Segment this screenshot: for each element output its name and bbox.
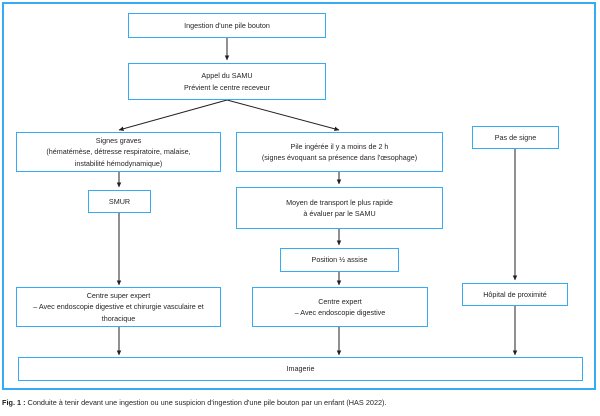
node-position-assise[interactable]: Position ½ assise xyxy=(280,248,399,272)
node-imagerie[interactable]: Imagerie xyxy=(18,357,583,381)
figure-caption-text: Conduite à tenir devant une ingestion ou… xyxy=(27,398,387,407)
node-pas-de-signe-label: Pas de signe xyxy=(494,132,537,142)
node-ingestion[interactable]: Ingestion d'une pile bouton xyxy=(128,13,326,38)
node-ingestion-label: Ingestion d'une pile bouton xyxy=(184,20,270,30)
node-signes-graves[interactable]: Signes graves(hématémèse, détresse respi… xyxy=(16,132,221,172)
figure-caption-label: Fig. 1 : xyxy=(2,398,26,407)
node-pile-ingeree[interactable]: Pile ingérée il y a moins de 2 h(signes … xyxy=(236,132,443,172)
node-position-assise-label: Position ½ assise xyxy=(311,255,368,265)
node-centre-expert[interactable]: Centre expert– Avec endoscopie digestive xyxy=(252,287,428,327)
node-hopital-proximite[interactable]: Hôpital de proximité xyxy=(462,283,568,306)
node-centre-super-expert-label: Centre super expert– Avec endoscopie dig… xyxy=(33,291,204,323)
node-pas-de-signe[interactable]: Pas de signe xyxy=(472,126,559,149)
node-hopital-proximite-label: Hôpital de proximité xyxy=(483,289,547,299)
node-pile-ingeree-label: Pile ingérée il y a moins de 2 h(signes … xyxy=(261,141,418,162)
node-imagerie-label: Imagerie xyxy=(286,364,315,374)
node-smur[interactable]: SMUR xyxy=(88,190,151,213)
node-centre-expert-label: Centre expert– Avec endoscopie digestive xyxy=(294,296,386,317)
figure-caption: Fig. 1 : Conduite à tenir devant une ing… xyxy=(2,398,598,408)
node-smur-label: SMUR xyxy=(108,196,131,206)
node-centre-super-expert[interactable]: Centre super expert– Avec endoscopie dig… xyxy=(16,287,221,327)
node-signes-graves-label: Signes graves(hématémèse, détresse respi… xyxy=(46,136,191,168)
